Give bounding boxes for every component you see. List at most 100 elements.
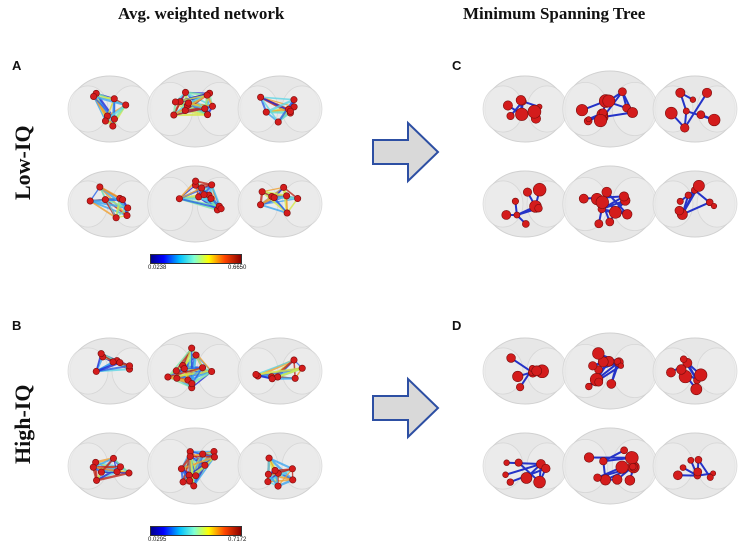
network-node <box>501 210 512 220</box>
network-node <box>90 92 98 100</box>
network-node <box>619 191 629 202</box>
arrow-top <box>372 120 440 184</box>
network-node <box>706 198 714 207</box>
network-node <box>177 465 185 473</box>
brain-view <box>562 165 658 243</box>
network-node <box>522 220 530 228</box>
network-edge <box>105 198 129 209</box>
network-node <box>622 209 633 220</box>
network-node <box>186 477 194 485</box>
brain-view <box>562 427 658 505</box>
network-node <box>289 476 297 484</box>
colorbar-top-max: 0.6650 <box>228 265 247 271</box>
network-node <box>288 465 296 473</box>
network-edge <box>93 466 130 474</box>
brain-lobe <box>652 442 694 490</box>
arrow-bottom <box>372 376 440 440</box>
network-node <box>210 453 218 461</box>
brain-lobe <box>281 180 323 228</box>
network-node <box>110 95 118 103</box>
brain-view <box>482 337 568 405</box>
brain-lobe <box>147 177 194 232</box>
network-node <box>274 118 282 126</box>
network-node <box>199 364 207 372</box>
network-node <box>585 116 592 123</box>
network-node <box>203 91 211 99</box>
network-node <box>116 463 124 471</box>
network-node <box>291 374 299 382</box>
network-node <box>674 205 685 216</box>
network-edge <box>191 370 213 385</box>
network-node <box>665 106 678 120</box>
network-node <box>608 205 622 219</box>
brain-lobe <box>562 439 609 494</box>
network-edge <box>259 96 279 123</box>
network-node <box>599 474 611 486</box>
network-node <box>710 202 718 210</box>
panel-a-weighted-network <box>67 70 323 243</box>
network-node <box>513 211 521 219</box>
network-node <box>679 464 687 471</box>
tree-edge <box>505 463 542 476</box>
network-node <box>268 375 276 383</box>
colorbar-top: 0.0238 0.6650 <box>148 254 246 271</box>
network-edge <box>95 361 121 373</box>
brain-view <box>482 170 568 238</box>
network-node <box>676 364 687 375</box>
network-node <box>97 468 105 476</box>
network-node <box>171 98 179 106</box>
network-node <box>258 188 266 196</box>
network-node <box>532 183 547 197</box>
network-node <box>673 470 683 481</box>
brain-lobe <box>611 343 658 399</box>
network-node <box>201 461 209 469</box>
brain-view <box>147 427 243 505</box>
brain-view <box>652 75 738 143</box>
network-node <box>110 115 118 123</box>
network-node <box>188 380 196 388</box>
network-edge <box>181 456 215 470</box>
network-node <box>708 113 721 127</box>
network-edge <box>93 95 127 107</box>
network-node <box>257 93 265 101</box>
colorbar-top-min: 0.0238 <box>148 265 167 271</box>
network-edge <box>179 197 222 210</box>
network-edge <box>93 96 107 122</box>
network-node <box>190 482 198 490</box>
network-node <box>534 204 543 213</box>
network-edge <box>89 200 117 219</box>
network-node <box>198 184 206 192</box>
network-node <box>531 365 543 377</box>
network-node <box>615 460 629 474</box>
panel-b-weighted-network <box>67 332 323 505</box>
network-node <box>599 457 608 466</box>
network-node <box>122 101 130 109</box>
network-node <box>692 179 705 192</box>
network-node <box>173 374 181 382</box>
network-node <box>682 107 690 115</box>
network-node <box>690 383 703 396</box>
network-node <box>594 377 604 387</box>
network-node <box>606 379 617 389</box>
brain-view <box>67 75 153 143</box>
panel-d-spanning-tree <box>482 332 738 505</box>
network-node <box>109 454 117 462</box>
network-edge <box>92 95 114 127</box>
network-node <box>270 194 278 202</box>
network-node <box>588 361 598 371</box>
network-node <box>116 359 124 367</box>
network-node <box>506 353 516 363</box>
network-node <box>264 478 272 486</box>
network-node <box>629 463 637 471</box>
network-node <box>527 104 542 119</box>
brain-view <box>147 165 243 243</box>
brain-view <box>562 332 658 410</box>
network-node <box>283 209 291 217</box>
network-node <box>199 450 207 458</box>
colorbar-bottom-max: 0.7172 <box>228 537 247 543</box>
network-node <box>696 110 706 120</box>
network-node <box>684 191 692 199</box>
brain-view <box>652 432 738 500</box>
network-node <box>112 214 120 222</box>
network-node <box>179 478 187 486</box>
